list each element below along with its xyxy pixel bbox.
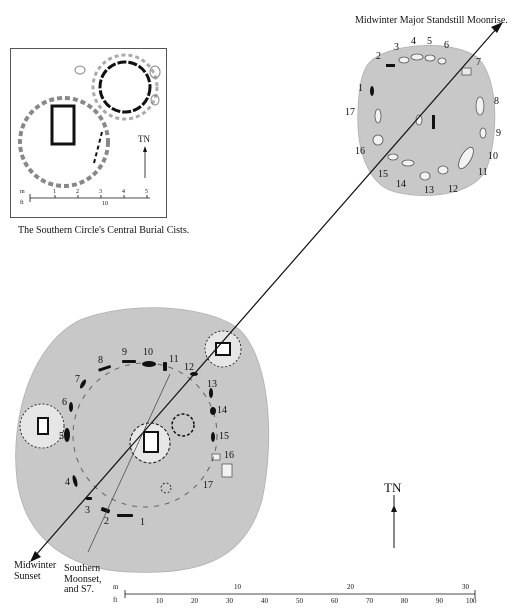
- north-stone-label: 14: [396, 179, 406, 190]
- north-stone-label: 17: [345, 107, 355, 118]
- inset-caption: The Southern Circle's Central Burial Cis…: [18, 225, 190, 236]
- south-features: [19, 330, 242, 494]
- south-circle-stones: [64, 360, 233, 517]
- south-stone-label: 16: [224, 450, 234, 461]
- south-stone-label: 4: [65, 477, 70, 488]
- moonset-label: Southern Moonset, and S7.: [64, 563, 102, 595]
- sunset-label: Midwinter Sunset: [14, 560, 57, 582]
- main-scale-bottom-tick: 50: [296, 597, 303, 605]
- inset-scale-top-tick: 2: [76, 189, 79, 195]
- south-stone-label: 10: [143, 347, 153, 358]
- main-scale-bottom-tick: 60: [331, 597, 338, 605]
- north-stone-label: 1: [358, 83, 363, 94]
- alignment-lines: [30, 22, 503, 562]
- main-scale-bottom-tick: 80: [401, 597, 408, 605]
- south-stone-label: 7: [75, 374, 80, 385]
- main-scale-bottom-tick: 30: [226, 597, 233, 605]
- south-stone-label: 8: [98, 355, 103, 366]
- north-stone-label: 4: [411, 36, 416, 47]
- main-scale-top-tick: 20: [347, 583, 354, 591]
- south-stone-label: 11: [169, 354, 179, 365]
- south-circle-ring: [72, 362, 218, 508]
- main-scale-bottom-tick: 40: [261, 597, 268, 605]
- north-stone-label: 5: [427, 36, 432, 47]
- south-stone-label: 1: [140, 517, 145, 528]
- main-scale-bottom-tick: 90: [436, 597, 443, 605]
- south-stone-label: 6: [62, 397, 67, 408]
- main-scale-top-tick: 30: [462, 583, 469, 591]
- south-stone-label: 5: [59, 431, 64, 442]
- south-stone-label: 13: [207, 379, 217, 390]
- north-stone-label: 8: [494, 96, 499, 107]
- north-stone-label: 2: [376, 51, 381, 62]
- north-stone-label: 11: [478, 167, 488, 178]
- south-stone-label: 17: [203, 480, 213, 491]
- inset-panel: [10, 48, 167, 218]
- north-stone-label: 9: [496, 128, 501, 139]
- north-stone-label: 3: [394, 42, 399, 53]
- south-stone-label: 12: [184, 362, 194, 373]
- north-arrow: [391, 495, 397, 548]
- main-scale-top-tick: 10: [234, 583, 241, 591]
- inset-scale-top-tick: 4: [122, 189, 125, 195]
- main-scale-bottom-tick: 100: [466, 597, 477, 605]
- inset-scale-top-tick: 5: [145, 189, 148, 195]
- main-scale-unit-m: m: [113, 583, 119, 591]
- south-stone-label: 9: [122, 347, 127, 358]
- south-stone-label: 15: [219, 431, 229, 442]
- inset-scale-bottom-tick: 10: [102, 201, 108, 207]
- north-stone-label: 13: [424, 185, 434, 196]
- inset-scale-unit-ft: ft: [20, 200, 24, 206]
- main-scale-bottom-tick: 70: [366, 597, 373, 605]
- south-stone-label: 2: [104, 516, 109, 527]
- north-stone-label: 7: [476, 57, 481, 68]
- inset-scale-unit-m: m: [20, 189, 25, 195]
- north-stone-label: 6: [444, 40, 449, 51]
- north-label: TN: [384, 480, 402, 495]
- moonrise-caption: Midwinter Major Standstill Moonrise.: [355, 15, 508, 26]
- inset-scale-top-tick: 1: [53, 189, 56, 195]
- north-stone-label: 16: [355, 146, 365, 157]
- main-scale-unit-ft: ft: [113, 596, 118, 604]
- north-circle-stones: [370, 53, 487, 181]
- north-stone-label: 15: [378, 169, 388, 180]
- inset-scale-top-tick: 3: [99, 189, 102, 195]
- north-stone-label: 12: [448, 184, 458, 195]
- main-scale-bottom-tick: 20: [191, 597, 198, 605]
- main-scale-bottom-tick: 10: [156, 597, 163, 605]
- south-stone-label: 3: [85, 505, 90, 516]
- south-stone-label: 14: [217, 405, 227, 416]
- north-stone-label: 10: [488, 151, 498, 162]
- main-scale-bar: [124, 590, 476, 598]
- inset-north-label: TN: [138, 134, 150, 144]
- inset-drawing: [18, 53, 161, 188]
- inset-scale-bar: [29, 194, 150, 202]
